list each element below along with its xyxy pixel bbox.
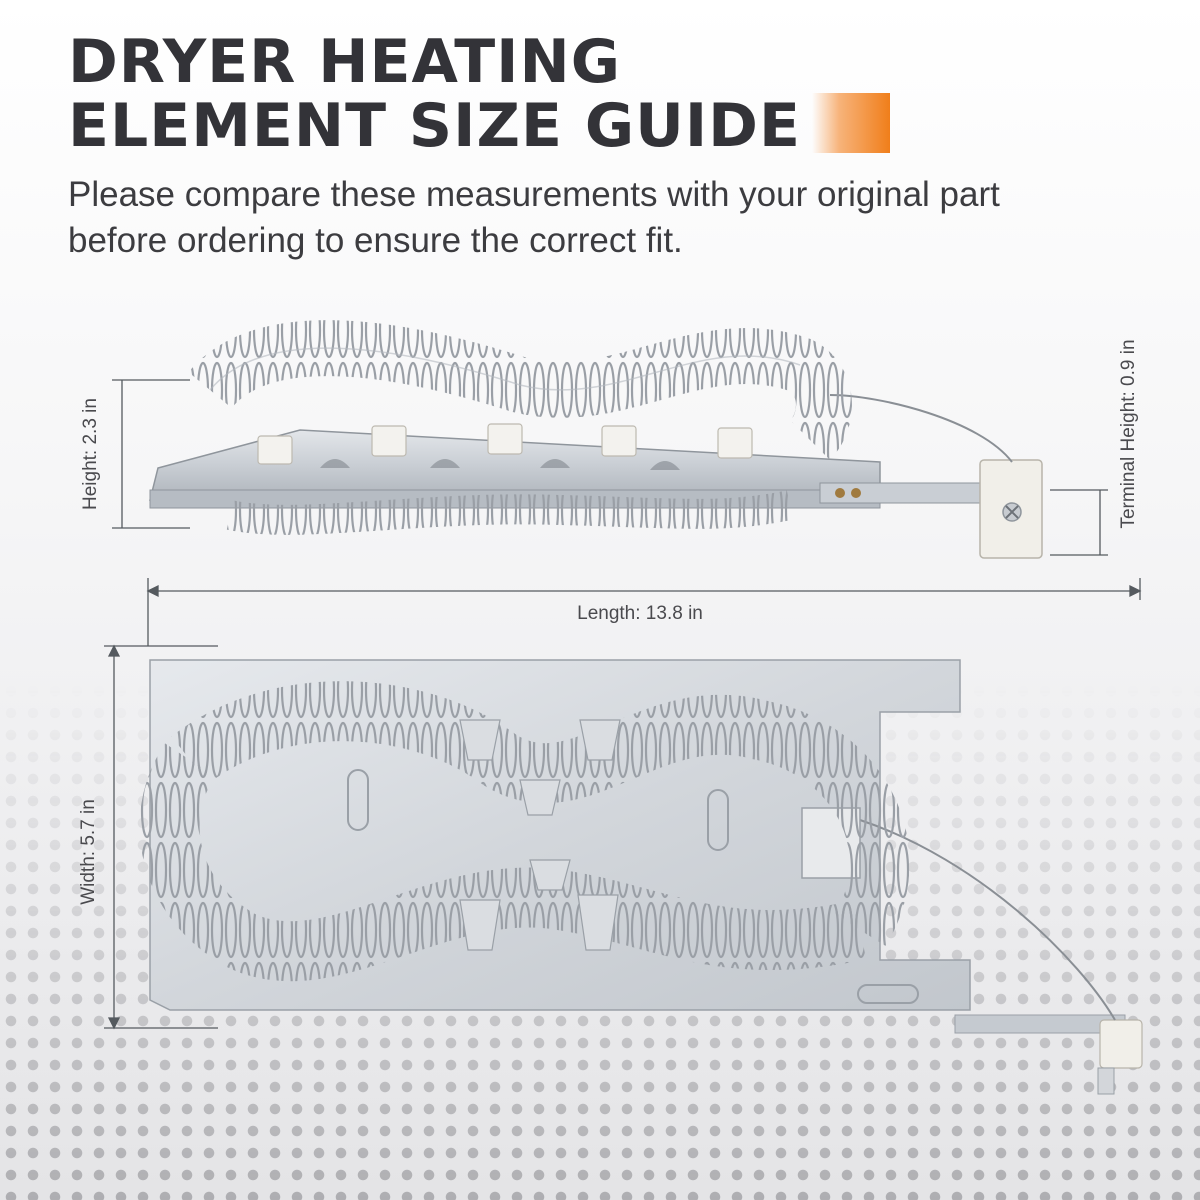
length-label: Length: 13.8 in [577,603,703,624]
terminal-height-dimension [1050,489,1108,556]
top-view-image [139,659,1143,1095]
subtitle-line-1: Please compare these measurements with y… [68,175,1000,214]
width-label: Width: 5.7 in [78,799,99,905]
subtitle: Please compare these measurements with y… [68,172,1148,264]
height-label: Height: 2.3 in [80,398,101,510]
subtitle-line-2: before ordering to ensure the correct fi… [68,221,683,260]
title-line-1: DRYER HEATING [68,27,621,97]
length-dimension [146,578,1142,646]
side-view-image [149,320,1043,559]
width-dimension [104,644,218,1030]
title-line-2: ELEMENT SIZE GUIDE [68,91,801,161]
title-accent-bar [812,93,890,153]
height-dimension [112,379,190,529]
page-title: DRYER HEATING ELEMENT SIZE GUIDE [68,30,801,158]
terminal-height-label: Terminal Height: 0.9 in [1118,339,1139,528]
